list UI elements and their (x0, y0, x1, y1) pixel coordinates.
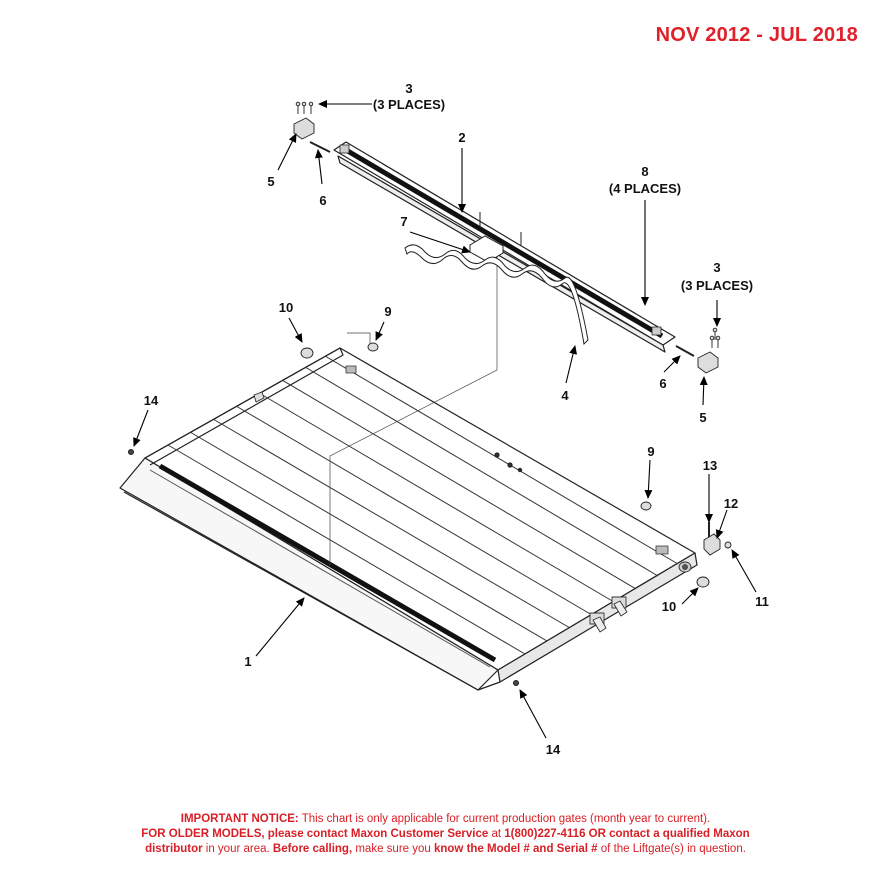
callout-7-number: 7 (400, 214, 407, 229)
slider-rail (333, 141, 676, 353)
callout-3-top-note: (3 PLACES) (373, 97, 445, 112)
corner-bracket-front (655, 545, 669, 555)
callout-13-number: 13 (703, 458, 717, 473)
callout-14-left-number: 14 (144, 393, 159, 408)
callout-12-number: 12 (724, 496, 738, 511)
callout-2-number: 2 (458, 130, 465, 145)
notice-distributor: distributor (145, 843, 203, 855)
callout-6-right-number: 6 (659, 376, 666, 391)
notice-phone: 1(800)227-4116 OR contact a qualified Ma… (504, 828, 750, 840)
notice-text-4: make sure you (352, 843, 434, 855)
callout-3-right-number: 3 (713, 260, 720, 275)
notice-line-3: distributor in your area. Before calling… (0, 842, 891, 857)
notice-text-1: This chart is only applicable for curren… (298, 813, 711, 825)
callout-6-top-number: 6 (319, 193, 326, 208)
notice-before-calling: Before calling, (272, 843, 353, 855)
notice-model-serial: know the Model # and Serial # (433, 843, 598, 855)
callout-10-right-number: 10 (662, 599, 676, 614)
notice-text-3: in your area. (202, 843, 273, 855)
corner-bracket-rear (345, 365, 357, 374)
hinge-pins (589, 561, 692, 633)
notice-text-2: at (488, 828, 505, 840)
callout-9-top-number: 9 (384, 304, 391, 319)
hinge-strip (158, 463, 497, 663)
callout-11-number: 11 (755, 594, 769, 609)
wavy-strip (404, 244, 589, 346)
callout-3-right-note: (3 PLACES) (681, 278, 753, 293)
callout-5-right-number: 5 (699, 410, 706, 425)
callout-10-top-number: 10 (279, 300, 293, 315)
callout-9-right-number: 9 (647, 444, 654, 459)
callout-labels: 3 (3 PLACES) 2 5 6 8 (4 PLACES) 7 3 (3 P… (144, 81, 769, 757)
notice-heading: IMPORTANT NOTICE: (180, 813, 299, 825)
notice-text-5: of the Liftgate(s) in question. (597, 843, 746, 855)
notice-line-2: FOR OLDER MODELS, please contact Maxon C… (0, 827, 891, 842)
callout-3-top-number: 3 (405, 81, 412, 96)
callout-8-number: 8 (641, 164, 648, 179)
hardware (127, 101, 732, 687)
callout-arrows (133, 100, 757, 739)
notice-older-models: FOR OLDER MODELS, please contact Maxon C… (141, 828, 489, 840)
important-notice: IMPORTANT NOTICE: This chart is only app… (0, 812, 891, 857)
date-range-header: NOV 2012 - JUL 2018 (655, 24, 858, 46)
callout-4-number: 4 (561, 388, 569, 403)
notice-line-1: IMPORTANT NOTICE: This chart is only app… (0, 812, 891, 827)
callout-14-bottom-number: 14 (546, 742, 561, 757)
platform-assembly (119, 347, 698, 691)
callout-5-top-number: 5 (267, 174, 274, 189)
callout-8-note: (4 PLACES) (609, 181, 681, 196)
callout-1-number: 1 (244, 654, 251, 669)
deck-planks (167, 355, 679, 655)
